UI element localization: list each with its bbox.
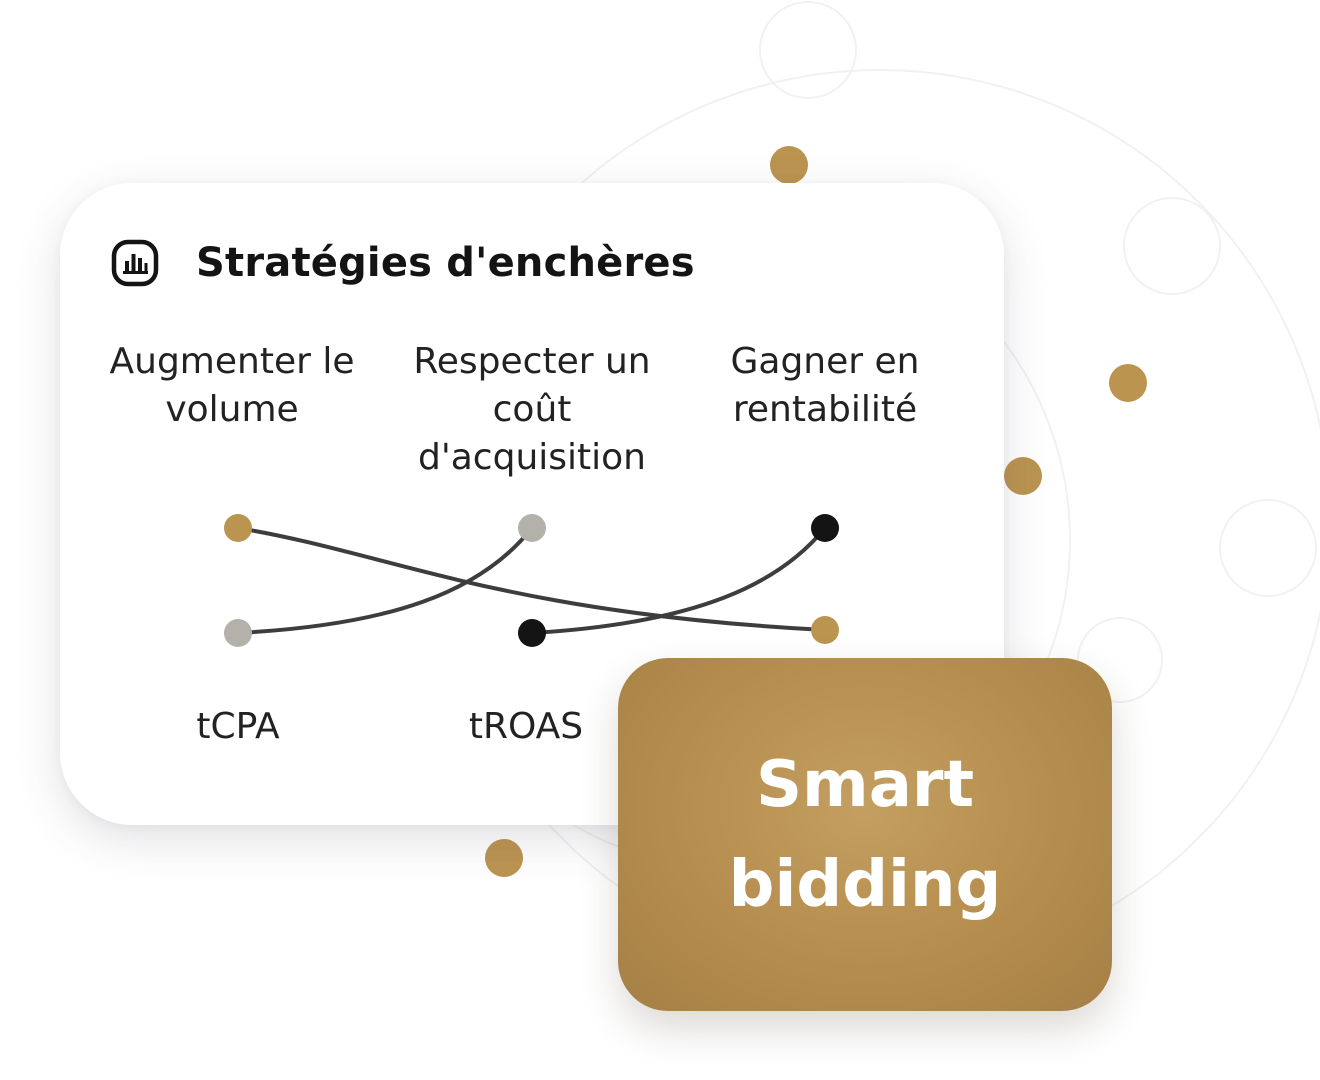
orbit-ring-small-3 <box>1219 499 1317 597</box>
orbit-dot-1 <box>770 146 808 184</box>
smart-bidding-badge: Smart bidding <box>618 658 1112 1011</box>
node-goal-profitability <box>811 514 839 542</box>
card-title: Stratégies d'enchères <box>196 240 695 286</box>
orbit-ring-small-1 <box>759 1 857 99</box>
goal-label-volume: Augmenter le volume <box>109 341 355 430</box>
node-strategy-tcpa <box>224 619 252 647</box>
orbit-dot-2 <box>1109 364 1147 402</box>
orbit-dot-3 <box>1004 457 1042 495</box>
goal-label-acquisition-cost: Respecter un coût d'acquisition <box>413 341 651 478</box>
card-header: Stratégies d'enchères <box>110 233 695 293</box>
orbit-dot-4 <box>485 839 523 877</box>
strategy-links <box>224 514 839 647</box>
node-strategy-troas <box>518 619 546 647</box>
bar-chart-icon <box>111 239 159 287</box>
strategy-label-troas: tROAS <box>468 706 584 747</box>
node-goal-acquisition <box>518 514 546 542</box>
link-profitability-to-troas <box>530 526 827 635</box>
smart-bidding-label: Smart bidding <box>728 747 1002 922</box>
goal-label-profitability: Gagner en rentabilité <box>730 341 920 430</box>
bidding-strategies-card: Stratégies d'enchères Augmenter le volum… <box>60 183 1004 825</box>
strategy-label-tcpa: tCPA <box>196 706 280 747</box>
node-strategy-right <box>811 616 839 644</box>
node-goal-volume <box>224 514 252 542</box>
link-volume-to-right <box>236 526 827 632</box>
link-acquisition-to-tcpa <box>236 526 534 635</box>
orbit-ring-small-2 <box>1123 197 1221 295</box>
